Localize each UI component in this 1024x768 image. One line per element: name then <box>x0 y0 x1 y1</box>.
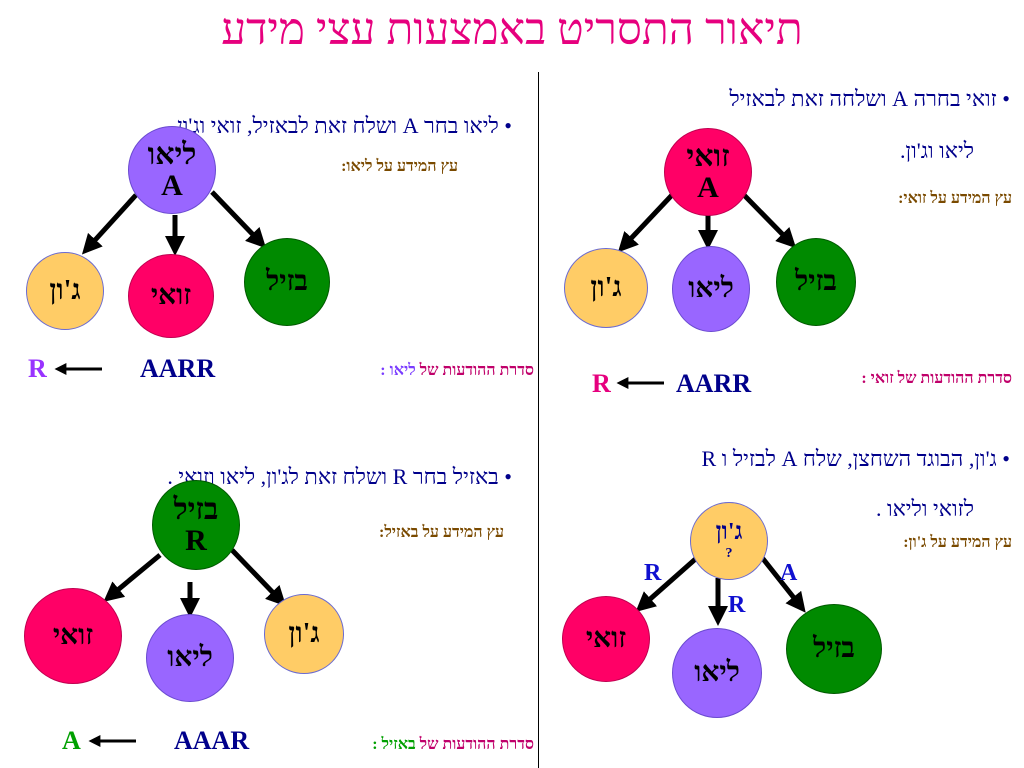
basil-root-node: בזיל R <box>152 480 240 570</box>
zoey-child-basil: בזיל <box>776 238 856 326</box>
jun-edge-label-leo: R <box>728 592 746 618</box>
basil-child-jun-label: ג'ון <box>288 618 320 649</box>
divider <box>538 72 539 768</box>
leo-arrow-basil <box>210 190 267 249</box>
zoey-result: R <box>592 369 611 398</box>
zoey-child-leo-label: ליאו <box>688 273 734 304</box>
basil-sequence-value: AAAR <box>174 726 250 755</box>
jun-root-name: ג'ון <box>715 519 743 545</box>
basil-arrow-jun <box>230 548 287 607</box>
zoey-root-name: זואי <box>686 140 730 173</box>
zoey-child-leo: ליאו <box>672 246 750 332</box>
jun-arrow-basil <box>758 553 806 613</box>
jun-bullet-line2: לזואי וליאו . <box>875 496 974 521</box>
jun-child-zoey: זואי <box>562 596 650 682</box>
zoey-tree-label: עץ המידע על זואי: <box>898 190 1012 207</box>
jun-child-basil: בזיל <box>786 604 882 694</box>
leo-sequence-label-prefix: סדרת ההודעות של <box>419 362 534 379</box>
basil-child-jun: ג'ון <box>264 594 344 674</box>
basil-child-leo-label: ליאו <box>167 642 213 673</box>
jun-tree-label: עץ המידע על ג'ון: <box>903 534 1012 551</box>
zoey-sequence-label: סדרת ההודעות של זואי : <box>861 370 1012 387</box>
leo-tree-label: עץ המידע על ליאו: <box>341 158 458 175</box>
leo-root-node: ליאו A <box>128 126 216 214</box>
jun-child-leo: ליאו <box>672 628 762 718</box>
jun-edge-label-basil: A <box>780 560 798 586</box>
leo-sequence-label-name: ליאו : <box>380 362 416 379</box>
leo-child-zoey: זואי <box>128 254 214 338</box>
leo-sequence-value: AARR <box>140 354 216 383</box>
leo-root-value: A <box>161 169 183 202</box>
leo-child-jun-label: ג'ון <box>49 275 81 306</box>
basil-child-leo: ליאו <box>146 614 234 702</box>
basil-root-name: בזיל <box>173 493 219 526</box>
basil-child-zoey-label: זואי <box>52 620 94 651</box>
zoey-bullet: • זואי בחרה A ושלחה זאת לבאזיל <box>729 86 1010 111</box>
leo-bullet: • ליאו בחר A ושלח זאת לבאזיל, זואי וג'ון… <box>166 113 512 138</box>
leo-child-basil: בזיל <box>244 238 330 326</box>
zoey-child-basil-label: בזיל <box>795 266 837 297</box>
leo-sequence-label: סדרת ההודעות של ליאו : <box>380 362 534 380</box>
zoey-arrow-basil <box>742 193 797 249</box>
zoey-arrow-jun <box>617 193 674 253</box>
basil-child-zoey: זואי <box>24 588 122 684</box>
leo-result: R <box>28 354 47 383</box>
jun-edge-label-zoey: R <box>644 560 662 586</box>
jun-child-leo-label: ליאו <box>694 657 740 688</box>
zoey-child-jun: ג'ון <box>564 248 648 328</box>
jun-child-basil-label: בזיל <box>813 633 855 664</box>
basil-bullet: • באזיל בחר R ושלח זאת לג'ון, ליאו וזואי… <box>167 464 512 489</box>
leo-child-zoey-label: זואי <box>150 280 192 311</box>
zoey-child-jun-label: ג'ון <box>590 272 622 303</box>
basil-root-value: R <box>185 524 207 557</box>
leo-child-basil-label: בזיל <box>266 266 308 297</box>
zoey-root-node: זואי A <box>664 128 752 216</box>
zoey-root-value: A <box>697 171 719 204</box>
basil-sequence-label: סדרת ההודעות של באזיל : <box>372 736 534 754</box>
basil-sequence-label-prefix: סדרת ההודעות של <box>419 736 534 753</box>
leo-root-name: ליאו <box>147 138 197 171</box>
jun-arrow-zoey <box>635 553 702 612</box>
zoey-sequence-value: AARR <box>676 369 752 398</box>
zoey-bullet-line2: ליאו וג'ון. <box>900 138 974 163</box>
leo-arrow-jun <box>81 193 138 255</box>
jun-root-node: ג'ון ? <box>690 502 768 580</box>
jun-bullet: • ג'ון, הבוגד השחצן, שלח A לבזיל ו R <box>701 446 1010 471</box>
jun-root-value: ? <box>725 546 733 561</box>
leo-child-jun: ג'ון <box>26 252 104 330</box>
basil-result: A <box>62 726 81 755</box>
basil-tree-label: עץ המידע על באזיל: <box>378 524 504 541</box>
jun-child-zoey-label: זואי <box>585 623 627 654</box>
basil-sequence-label-name: באזיל : <box>372 736 416 753</box>
page-title: תיאור התסריט באמצעות עצי מידע <box>221 5 803 54</box>
basil-arrow-zoey <box>103 553 162 602</box>
